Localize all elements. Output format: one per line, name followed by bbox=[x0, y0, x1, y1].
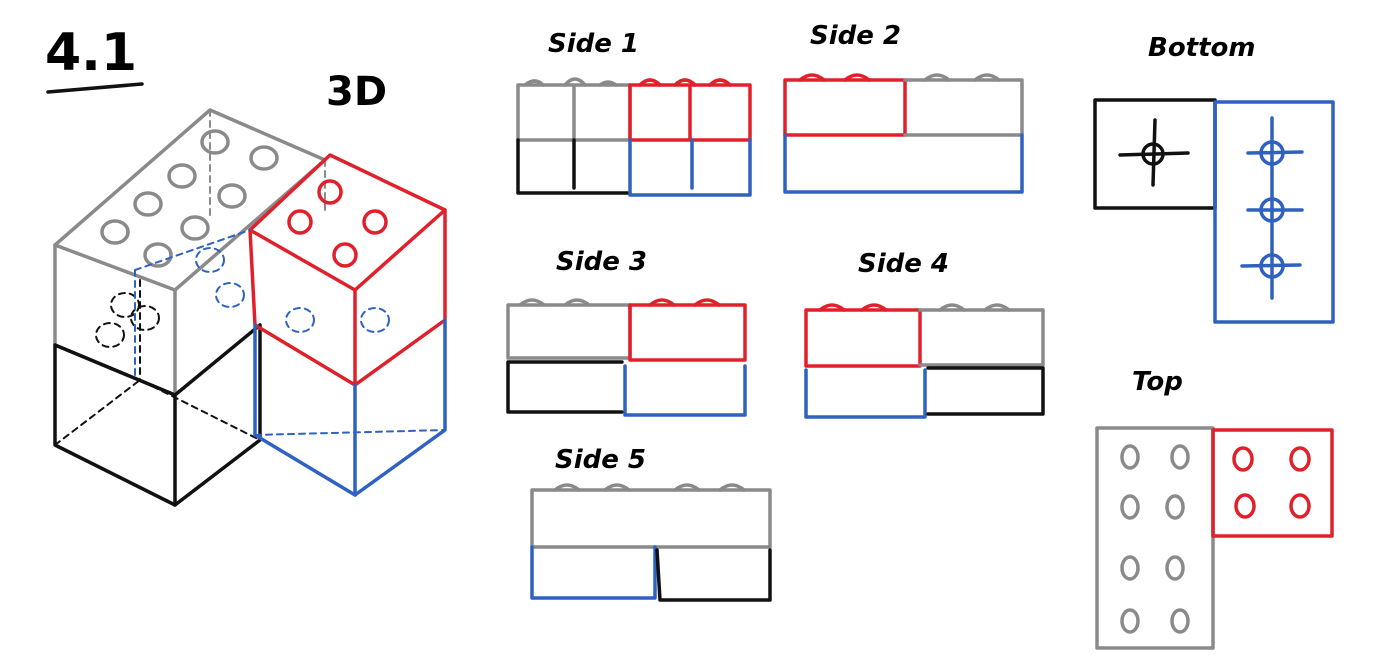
red-brick-top bbox=[248, 153, 447, 292]
side-1-black bbox=[516, 138, 632, 195]
top-red-square bbox=[1211, 428, 1334, 538]
isometric-3d-view bbox=[53, 108, 447, 507]
blue-brick bbox=[253, 318, 447, 497]
side-1-red bbox=[628, 83, 752, 142]
side-2-red bbox=[783, 78, 907, 137]
gray-studs bbox=[100, 129, 279, 268]
side-5-gray bbox=[530, 488, 772, 549]
side-1-view bbox=[516, 77, 752, 197]
top-gray-studs bbox=[1120, 444, 1190, 634]
gray-brick-hidden bbox=[209, 109, 326, 216]
sketch-title: 4.1 bbox=[45, 23, 137, 83]
bottom-blue-rect bbox=[1213, 100, 1335, 324]
side-4-blue bbox=[804, 368, 927, 419]
red-studs bbox=[287, 179, 388, 268]
top-gray-rect bbox=[1095, 426, 1215, 650]
side-4-gray bbox=[918, 308, 1045, 367]
top-view bbox=[1095, 426, 1334, 650]
side-3-view bbox=[506, 298, 747, 417]
black-brick bbox=[53, 323, 262, 507]
top-red-studs bbox=[1232, 446, 1311, 519]
bottom-blue-tubes bbox=[1240, 116, 1304, 300]
title-underline bbox=[46, 82, 144, 94]
side-2-gray bbox=[903, 78, 1024, 137]
black-brick-hidden bbox=[54, 279, 261, 446]
side-2-view bbox=[783, 73, 1024, 194]
blue-brick-hidden bbox=[134, 229, 446, 436]
side-5-blue bbox=[530, 545, 657, 600]
side-3-black bbox=[506, 360, 624, 414]
label-top: Top bbox=[1132, 367, 1183, 397]
label-3d: 3D bbox=[326, 69, 387, 115]
side-4-view bbox=[804, 303, 1045, 419]
side-1-gray bbox=[516, 83, 632, 142]
side-4-black bbox=[926, 366, 1045, 416]
bottom-view bbox=[1093, 98, 1335, 324]
side-3-red bbox=[628, 303, 747, 362]
label-side-2: Side 2 bbox=[810, 21, 901, 51]
label-side-5: Side 5 bbox=[555, 445, 646, 475]
blue-hidden-studs bbox=[195, 247, 390, 333]
label-side-3: Side 3 bbox=[556, 247, 647, 277]
black-hidden-studs bbox=[95, 292, 160, 348]
label-side-1: Side 1 bbox=[548, 29, 639, 59]
side-5-black bbox=[655, 548, 772, 602]
side-3-blue bbox=[623, 364, 747, 417]
label-bottom: Bottom bbox=[1148, 33, 1256, 63]
side-3-gray bbox=[506, 303, 632, 360]
bottom-black-tube bbox=[1118, 118, 1190, 187]
side-1-blue bbox=[628, 138, 752, 197]
side-2-blue bbox=[783, 133, 1024, 194]
label-side-4: Side 4 bbox=[858, 249, 949, 279]
side-5-view bbox=[530, 483, 772, 602]
side-4-red bbox=[804, 308, 922, 368]
